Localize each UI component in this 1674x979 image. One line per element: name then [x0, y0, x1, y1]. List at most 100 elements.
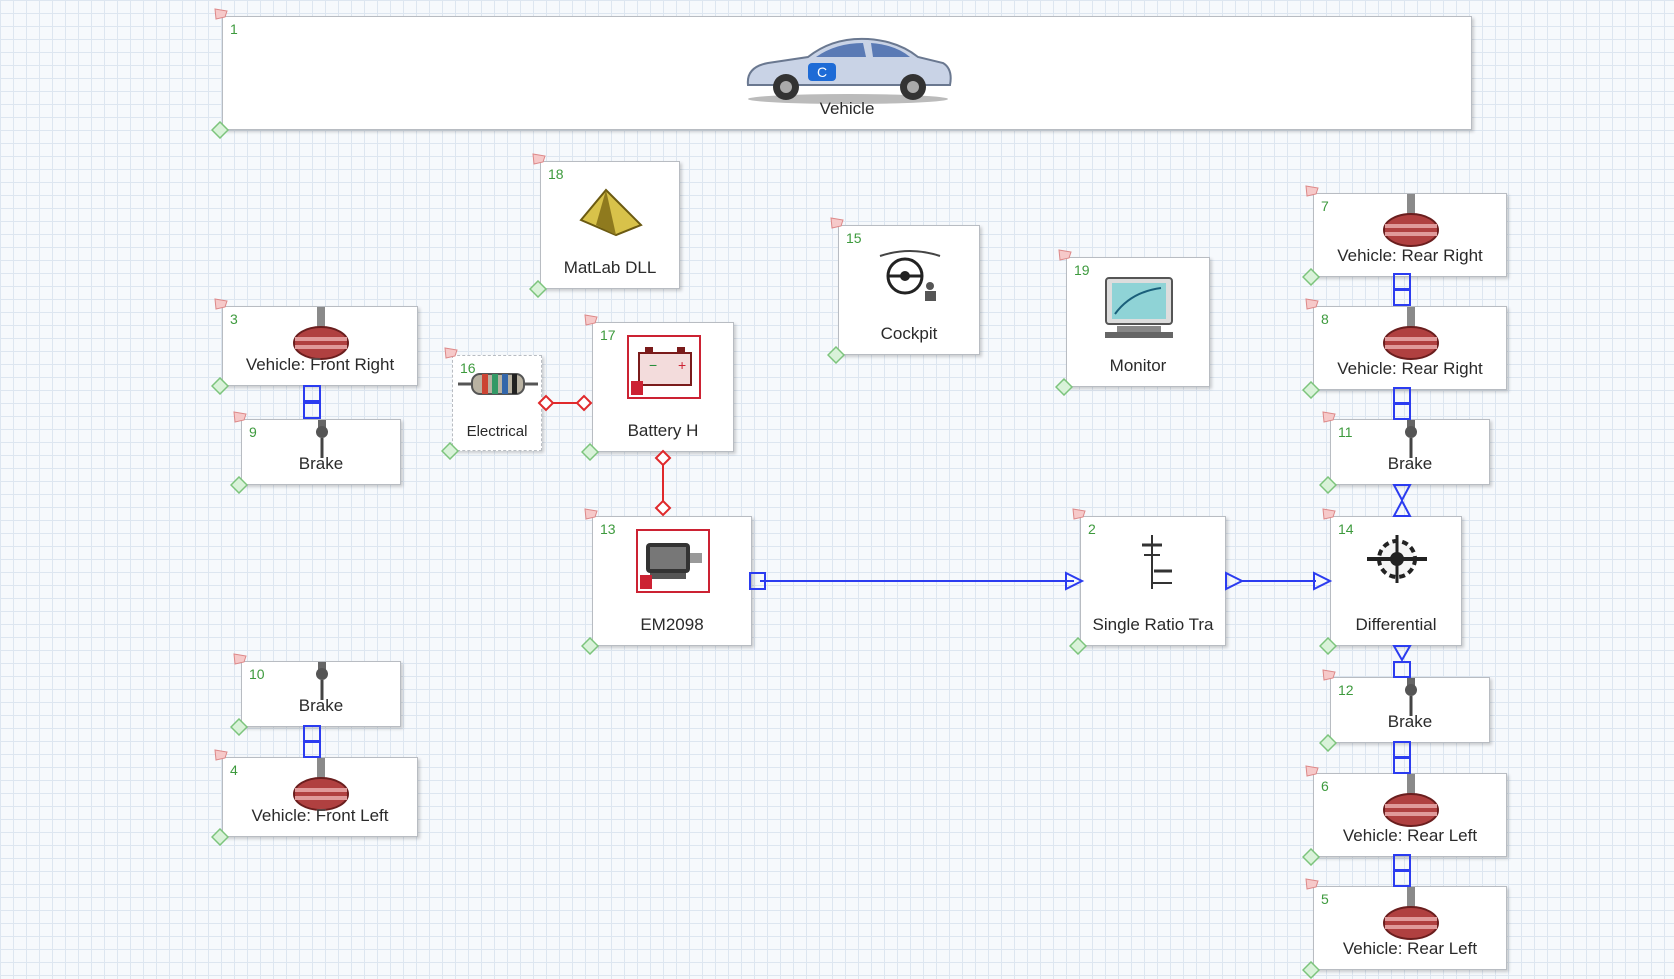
- block-flag-icon: [444, 347, 458, 359]
- wheel-icon: [291, 307, 351, 368]
- block-ground-icon: [441, 442, 459, 460]
- block-flag-icon: [214, 749, 228, 761]
- resistor-icon: [458, 366, 538, 407]
- monitor-icon: [1101, 274, 1177, 345]
- block-label: Cockpit: [880, 324, 938, 343]
- block-label: Electrical: [466, 423, 528, 440]
- block-flag-icon: [1322, 508, 1336, 520]
- block-flag-icon: [1322, 411, 1336, 423]
- svg-text:−: −: [649, 357, 657, 373]
- block-number: 18: [548, 166, 564, 182]
- block-label: Monitor: [1109, 356, 1167, 375]
- block-ground-icon: [211, 121, 229, 139]
- block-number: 10: [249, 666, 265, 682]
- block-label: Vehicle: Rear Right: [1337, 246, 1483, 265]
- brake-icon: [307, 662, 337, 707]
- block-number: 2: [1088, 521, 1096, 537]
- motor-icon: [636, 529, 710, 598]
- block-number: 15: [846, 230, 862, 246]
- block-number: 11: [1338, 424, 1353, 440]
- block-label: Differential: [1355, 615, 1437, 634]
- block-flag-icon: [1322, 669, 1336, 681]
- block-flag-icon: [584, 314, 598, 326]
- block-number: 5: [1321, 891, 1329, 907]
- differential-icon: [1365, 533, 1429, 590]
- block-ground-icon: [1302, 848, 1320, 866]
- block-ground-icon: [581, 443, 599, 461]
- block-label: Vehicle: Rear Left: [1342, 939, 1478, 958]
- block-flag-icon: [233, 653, 247, 665]
- block-number: 13: [600, 521, 616, 537]
- block-label: EM2098: [640, 615, 704, 634]
- steering-wheel-icon: [875, 246, 945, 311]
- block-label: Brake: [1387, 712, 1433, 731]
- block-ground-icon: [211, 377, 229, 395]
- block-flag-icon: [214, 298, 228, 310]
- block-number: 8: [1321, 311, 1329, 327]
- block-flag-icon: [1305, 765, 1319, 777]
- block-number: 1: [230, 21, 238, 37]
- block-ground-icon: [230, 718, 248, 736]
- block-number: 16: [460, 360, 476, 376]
- battery-icon: −+: [627, 335, 701, 404]
- block-ground-icon: [211, 828, 229, 846]
- block-17[interactable]: 17−+Battery H: [581, 314, 734, 461]
- block-flag-icon: [1305, 298, 1319, 310]
- block-flag-icon: [214, 8, 228, 20]
- block-number: 19: [1074, 262, 1090, 278]
- block-flag-icon: [1305, 185, 1319, 197]
- block-ground-icon: [827, 346, 845, 364]
- matlab-icon: [576, 180, 646, 245]
- block-number: 6: [1321, 778, 1329, 794]
- wheel-icon: [291, 758, 351, 819]
- block-label: Vehicle: [819, 99, 875, 118]
- block-label: MatLab DLL: [563, 258, 657, 277]
- block-number: 12: [1338, 682, 1354, 698]
- block-ground-icon: [1319, 476, 1337, 494]
- wheel-icon: [1381, 307, 1441, 368]
- block-label: Brake: [1387, 454, 1433, 473]
- block-number: 7: [1321, 198, 1329, 214]
- block-label: Vehicle: Rear Right: [1337, 359, 1483, 378]
- block-ground-icon: [529, 280, 547, 298]
- block-ground-icon: [1319, 637, 1337, 655]
- block-ground-icon: [1055, 378, 1073, 396]
- wheel-icon: [1381, 194, 1441, 255]
- block-number: 3: [230, 311, 238, 327]
- block-number: 4: [230, 762, 238, 778]
- block-flag-icon: [1305, 878, 1319, 890]
- brake-icon: [1396, 678, 1426, 723]
- svg-text:+: +: [678, 357, 686, 373]
- wheel-icon: [1381, 774, 1441, 835]
- block-number: 14: [1338, 521, 1354, 537]
- gear-ratio-icon: [1134, 531, 1174, 596]
- block-ground-icon: [1319, 734, 1337, 752]
- brake-icon: [1396, 420, 1426, 465]
- block-flag-icon: [233, 411, 247, 423]
- block-number: 9: [249, 424, 257, 440]
- block-flag-icon: [830, 217, 844, 229]
- block-label: Brake: [298, 454, 344, 473]
- block-label: Vehicle: Front Right: [245, 355, 395, 374]
- block-number: 17: [600, 327, 616, 343]
- block-flag-icon: [532, 153, 546, 165]
